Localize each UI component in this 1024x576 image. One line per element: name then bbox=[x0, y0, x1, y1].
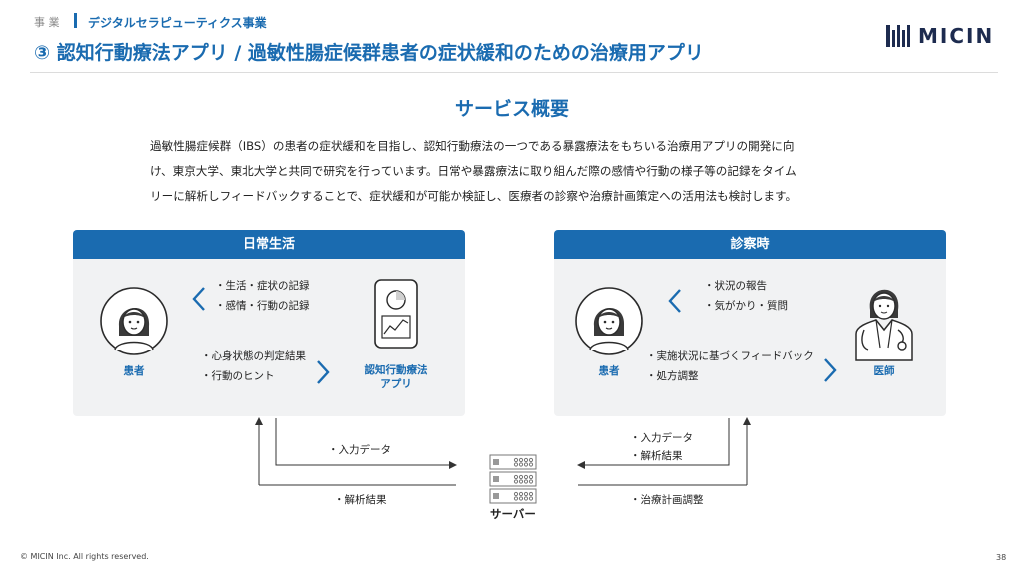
service-line: リーに解析しフィードバックすることで、症状緩和が可能か検証し、医療者の診察や治療… bbox=[150, 189, 798, 203]
micin-logo-icon bbox=[886, 25, 910, 47]
consult-to-doctor-item: ・気がかり・質問 bbox=[704, 300, 788, 312]
daily-patient-label: 患者 bbox=[123, 365, 145, 377]
header-divider bbox=[74, 13, 77, 28]
daily-to-patient-item: ・行動のヒント bbox=[201, 370, 275, 382]
server-icon bbox=[489, 454, 537, 504]
daily-to-app-item: ・生活・症状の記録 bbox=[215, 280, 310, 292]
header-rule bbox=[30, 72, 998, 73]
header-subcategory: デジタルセラピューティクス事業 bbox=[88, 16, 267, 30]
server-label: サーバー bbox=[490, 507, 536, 521]
server-left-input-label: ・入力データ bbox=[328, 444, 391, 456]
consult-to-patient-item: ・処方調整 bbox=[646, 370, 699, 382]
smartphone-app-icon bbox=[373, 278, 419, 350]
service-description: 過敏性腸症候群（IBS）の患者の症状緩和を目指し、認知行動療法の一つである暴露療… bbox=[150, 134, 880, 209]
data-flow-arrows bbox=[255, 417, 751, 486]
micin-logo: MICIN bbox=[886, 24, 994, 48]
consult-to-doctor-item: ・状況の報告 bbox=[704, 280, 767, 292]
service-line: け、東京大学、東北大学と共同で研究を行っています。日常や暴露療法に取り組んだ際の… bbox=[150, 164, 797, 178]
page-title: ③ 認知行動療法アプリ / 過敏性腸症候群患者の症状緩和のための治療用アプリ bbox=[34, 42, 704, 64]
header-category: 事 業 bbox=[34, 16, 60, 29]
doctor-label: 医師 bbox=[873, 365, 895, 377]
app-label-line2: アプリ bbox=[380, 378, 412, 390]
daily-to-patient-item: ・心身状態の判定結果 bbox=[201, 350, 306, 362]
daily-life-panel: 日常生活 患者 ・生活・症状の記録 ・感情・行動の記録 ・心身状態の判定結果 ・… bbox=[73, 230, 465, 416]
service-line: 過敏性腸症候群（IBS）の患者の症状緩和を目指し、認知行動療法の一つである暴露療… bbox=[150, 139, 795, 153]
server-right-adjust-label: ・治療計画調整 bbox=[630, 494, 704, 506]
copyright: © MICIN Inc. All rights reserved. bbox=[20, 552, 149, 561]
consult-patient-label: 患者 bbox=[598, 365, 620, 377]
server-right-output-label: ・解析結果 bbox=[630, 450, 683, 462]
chevron-right-icon bbox=[822, 357, 838, 383]
daily-life-header: 日常生活 bbox=[73, 230, 465, 259]
chevron-right-icon bbox=[315, 359, 331, 385]
consult-to-patient-item: ・実施状況に基づくフィードバック bbox=[646, 350, 814, 362]
service-title: サービス概要 bbox=[454, 98, 569, 120]
patient-icon bbox=[575, 287, 643, 355]
patient-icon bbox=[100, 287, 168, 355]
consultation-header: 診察時 bbox=[554, 230, 946, 259]
logo-text: MICIN bbox=[918, 24, 995, 48]
page-number: 38 bbox=[996, 553, 1007, 562]
server-right-input-label: ・入力データ bbox=[630, 432, 693, 444]
server-left-output-label: ・解析結果 bbox=[334, 494, 387, 506]
consultation-panel: 診察時 患者 ・状況の報告 ・気がかり・質問 ・実施状況に基づくフィードバック … bbox=[554, 230, 946, 416]
chevron-left-icon bbox=[191, 286, 207, 312]
doctor-icon bbox=[850, 278, 918, 362]
patient-avatar bbox=[99, 286, 169, 356]
chevron-left-icon bbox=[667, 288, 683, 314]
daily-to-app-item: ・感情・行動の記録 bbox=[215, 300, 310, 312]
app-label-line1: 認知行動療法 bbox=[364, 364, 428, 376]
consult-patient-avatar bbox=[574, 286, 644, 356]
